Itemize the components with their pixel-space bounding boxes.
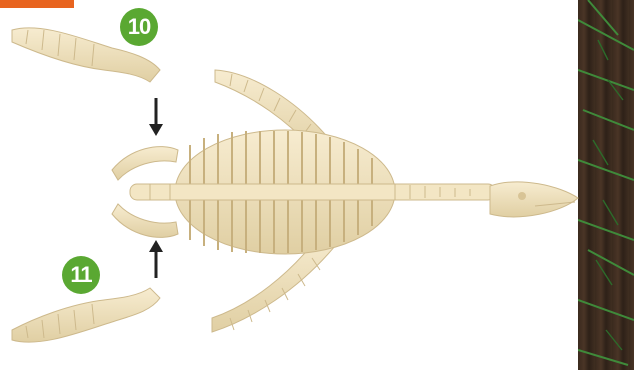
step-number: 11 <box>70 262 91 288</box>
wood-background-panel <box>578 0 634 370</box>
flipper-piece-11 <box>12 288 160 342</box>
step-badge-11: 11 <box>62 256 100 294</box>
step-badge-10: 10 <box>120 8 158 46</box>
skull <box>490 182 578 217</box>
skeleton-drawing <box>0 0 580 370</box>
arrow-down-icon <box>149 98 163 136</box>
step-number: 10 <box>128 14 150 40</box>
fern-leaves-decoration <box>578 0 634 370</box>
arrow-up-icon <box>149 240 163 278</box>
rib-cage <box>130 130 495 254</box>
